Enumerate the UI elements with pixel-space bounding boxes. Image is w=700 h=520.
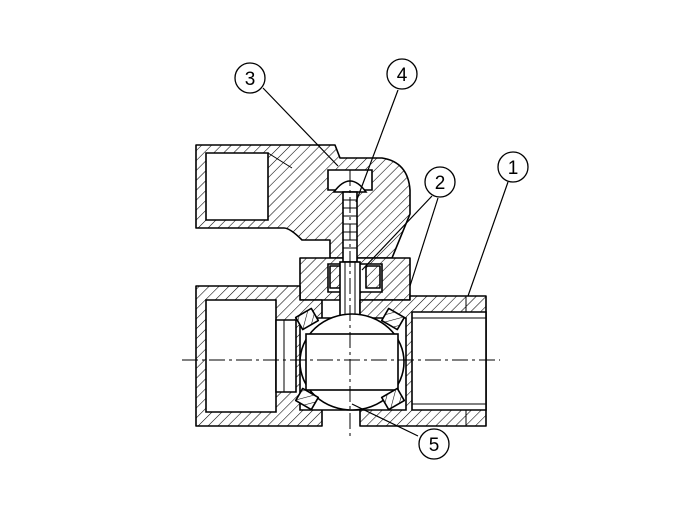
callout-1-label: 1: [508, 158, 519, 179]
callout-5: 5: [418, 428, 450, 460]
callout-2-label: 2: [435, 173, 446, 194]
callout-1: 1: [497, 151, 529, 183]
leader-lines: [262, 87, 509, 437]
handle-lever: [195, 144, 411, 259]
left-body: [195, 285, 323, 427]
seals: [294, 307, 406, 411]
callout-5-label: 5: [429, 435, 440, 456]
center-lines: [182, 170, 500, 440]
callout-4: 4: [386, 58, 418, 90]
callout-2: 2: [424, 166, 456, 198]
callout-3: 3: [234, 62, 266, 94]
ball-chamber: [299, 313, 407, 411]
callout-4-label: 4: [397, 65, 408, 86]
callout-3-label: 3: [245, 69, 256, 90]
